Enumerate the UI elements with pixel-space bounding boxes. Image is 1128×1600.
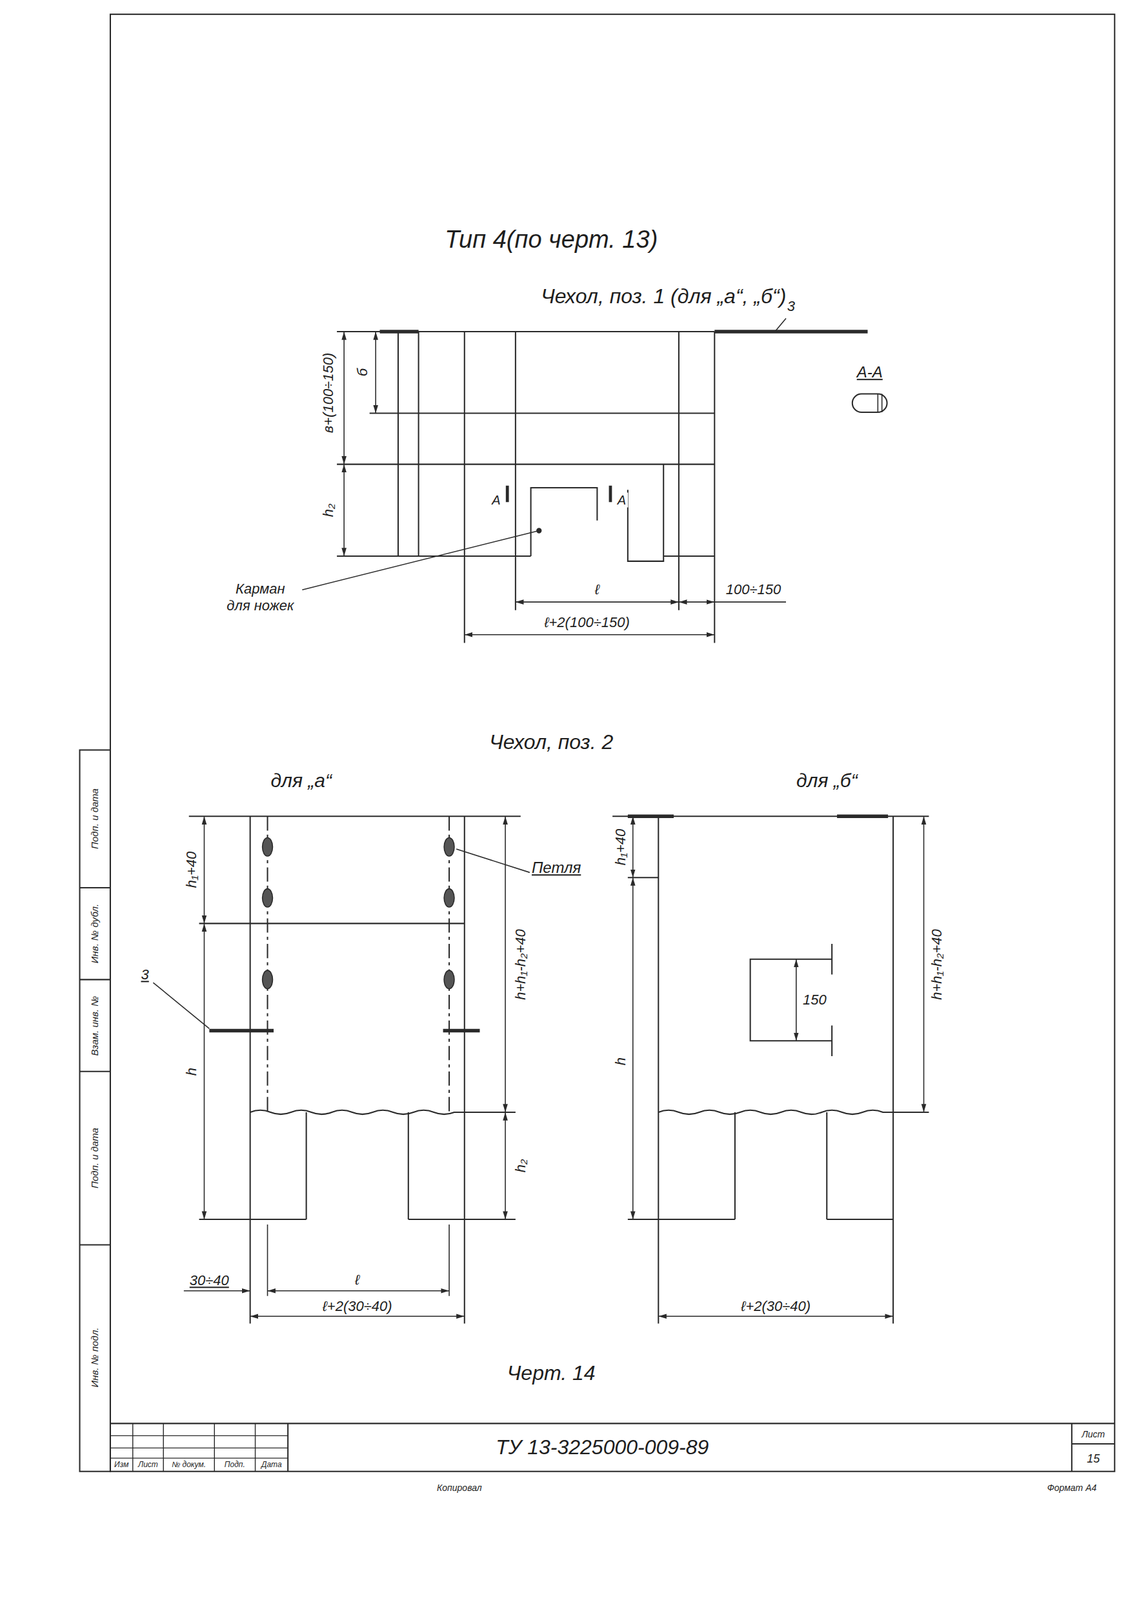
section-mark: А: [489, 493, 503, 508]
part-note: Карман для ножек: [220, 580, 301, 614]
dimension: h+h₁-h₂+40: [929, 927, 946, 1003]
dimension: h: [612, 1055, 629, 1068]
title-block-cell: Лист: [136, 1460, 161, 1471]
title-block-cell: Подп.: [222, 1460, 248, 1471]
dimension: h+h₁-h₂+40: [512, 927, 529, 1003]
stamp-cell: Инв. № подл.: [89, 1325, 101, 1390]
view-heading: Чехол, поз. 1 (для „а“, „б“): [538, 283, 788, 308]
stamp-cell: Инв. № дубл.: [89, 902, 101, 966]
cover-pos1-drawing: [302, 318, 887, 643]
dimension: h: [183, 1066, 201, 1078]
title-block-cell: 15: [1084, 1451, 1102, 1466]
dimension: h₁+40: [183, 849, 201, 891]
sheet-frame: [80, 14, 1116, 1472]
dimension: h₁+40: [612, 827, 629, 868]
variant-heading: для „б“: [794, 769, 860, 793]
section-label: А-А: [855, 363, 885, 383]
dimension: 150: [800, 992, 829, 1009]
part-note: Петля: [529, 858, 583, 877]
dimension: ℓ+2(100÷150): [542, 614, 632, 631]
title-block-cell: № докум.: [169, 1460, 208, 1471]
title-block-cell: Лист: [1079, 1429, 1107, 1440]
dimension: 30÷40: [187, 1273, 232, 1290]
dimension: б: [354, 366, 371, 379]
dimension: ℓ: [593, 582, 602, 599]
title-block-cell: Изм: [112, 1460, 131, 1471]
stamp-cell: Взам. инв. №: [89, 993, 101, 1058]
section-mark: А: [615, 493, 628, 508]
title-block-cell: Дата: [259, 1460, 284, 1471]
dimension: h₂: [320, 502, 337, 520]
dimension: в+(100÷150): [320, 351, 337, 435]
sheet-note: Копировал: [434, 1482, 484, 1494]
sheet-note: Формат А4: [1045, 1482, 1099, 1494]
cover-pos2a-drawing: [152, 816, 533, 1324]
figure-caption: Черт. 14: [505, 1360, 598, 1385]
variant-heading: для „а“: [268, 769, 334, 793]
sheet-title: Тип 4(по черт. 13): [442, 225, 660, 255]
dimension: ℓ+2(30÷40): [320, 1298, 395, 1315]
callout-number: 3: [139, 966, 152, 983]
stamp-cell: Подп. и дата: [89, 1126, 101, 1192]
stamp-cell: Подп. и дата: [89, 786, 101, 852]
cover-pos2b-drawing: [612, 816, 929, 1324]
callout-number: 3: [785, 298, 797, 315]
view-heading: Чехол, поз. 2: [487, 730, 615, 755]
dimension: 100÷150: [724, 582, 784, 599]
dimension: h₂: [512, 1157, 529, 1175]
dimension: ℓ+2(30÷40): [738, 1298, 813, 1315]
dimension: ℓ: [352, 1271, 362, 1289]
document-code: ТУ 13-3225000-009-89: [493, 1435, 711, 1460]
